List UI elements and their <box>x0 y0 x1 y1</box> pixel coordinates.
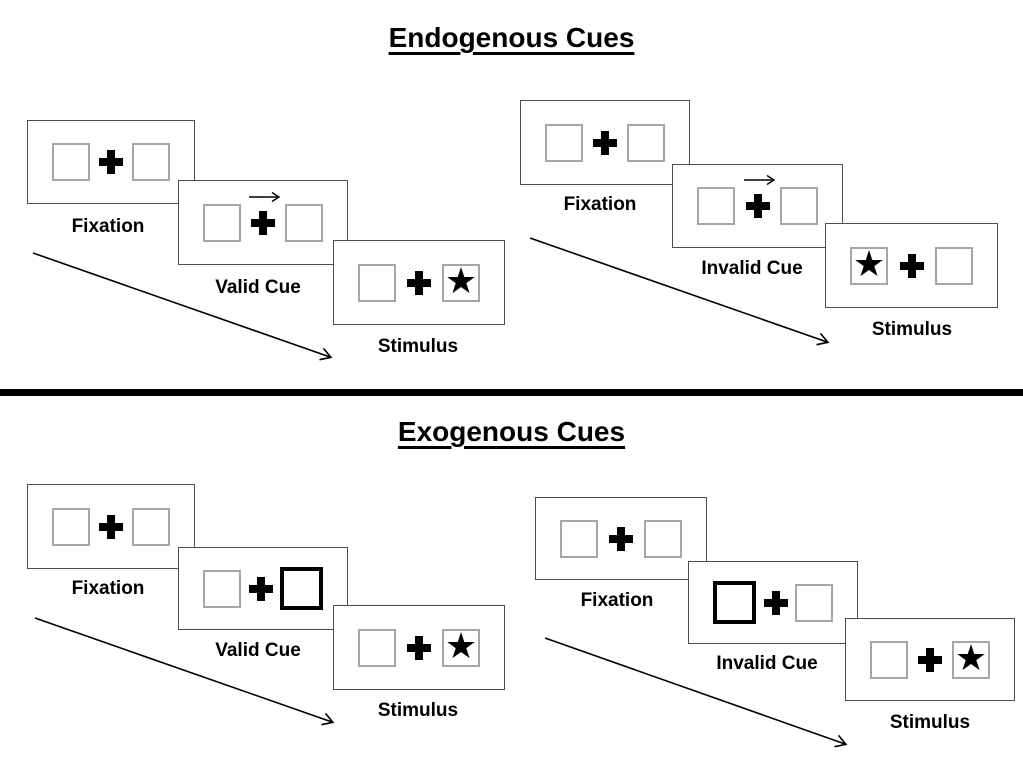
right-box <box>285 203 323 242</box>
fixation-cross-icon <box>248 576 273 601</box>
right-box <box>644 519 682 558</box>
left-box <box>203 203 241 242</box>
invalid-cue-panel <box>672 164 843 248</box>
valid-cue-panel <box>178 547 348 630</box>
right-box <box>780 187 818 225</box>
panel-label: Invalid Cue <box>716 653 818 674</box>
stimulus-panel: ★ <box>825 223 998 308</box>
right-box <box>935 246 973 285</box>
fixation-cross-icon <box>743 174 775 218</box>
panel-label: Fixation <box>71 216 145 237</box>
sequence-arrow-icon <box>34 617 335 726</box>
right-box <box>132 143 170 181</box>
fixation-cross-icon <box>918 647 942 672</box>
star-icon: ★ <box>954 637 988 679</box>
valid-cue-panel <box>178 180 348 265</box>
left-box <box>697 187 735 225</box>
section-title-exogenous: Exogenous Cues <box>397 416 626 447</box>
panel-label: Valid Cue <box>215 277 301 298</box>
right-box <box>132 507 170 546</box>
cue-arrow-icon <box>743 174 775 186</box>
star-icon: ★ <box>852 243 886 285</box>
left-box <box>203 569 241 608</box>
left-box <box>358 263 396 302</box>
left-box <box>52 507 90 546</box>
left-box-highlighted <box>713 581 756 624</box>
panel-label: Stimulus <box>871 319 953 340</box>
fixation-cross-icon <box>249 191 281 235</box>
fixation-cross-icon <box>407 635 431 660</box>
fixation-cross-icon <box>593 130 617 155</box>
panel-label: Fixation <box>580 590 654 611</box>
left-box <box>560 519 598 558</box>
sequence-arrow-icon <box>544 637 848 748</box>
fixation-panel <box>520 100 690 185</box>
left-box <box>358 628 396 667</box>
panel-label: Stimulus <box>377 336 459 357</box>
fixation-panel <box>535 497 707 580</box>
panel-label: Invalid Cue <box>701 258 803 279</box>
cue-arrow-icon <box>249 191 281 202</box>
right-box <box>795 583 833 622</box>
panel-label: Stimulus <box>377 700 459 721</box>
panel-label: Valid Cue <box>215 640 301 661</box>
star-icon: ★ <box>444 260 478 302</box>
fixation-panel <box>27 120 195 204</box>
fixation-cross-icon <box>99 514 123 539</box>
fixation-cross-icon <box>899 253 924 278</box>
fixation-cross-icon <box>407 270 431 295</box>
stimulus-panel: ★ <box>333 605 505 690</box>
panel-label: Fixation <box>71 578 145 599</box>
fixation-cross-icon <box>609 526 633 551</box>
right-box: ★ <box>442 625 480 667</box>
section-divider <box>0 389 1023 396</box>
sequence-arrow-icon <box>32 252 333 361</box>
fixation-panel <box>27 484 195 569</box>
stimulus-panel: ★ <box>845 618 1015 701</box>
panel-label: Fixation <box>563 194 637 215</box>
section-title-endogenous: Endogenous Cues <box>388 22 635 53</box>
left-box <box>870 640 908 679</box>
stimulus-panel: ★ <box>333 240 505 325</box>
right-box-highlighted <box>280 567 323 610</box>
right-box: ★ <box>442 260 480 302</box>
sequence-arrow-icon <box>529 237 830 346</box>
left-box <box>545 123 583 162</box>
invalid-cue-panel <box>688 561 858 644</box>
right-box: ★ <box>952 637 990 679</box>
star-icon: ★ <box>444 625 478 667</box>
panel-label: Stimulus <box>889 712 971 733</box>
left-box <box>52 143 90 181</box>
right-box <box>627 123 665 162</box>
left-box: ★ <box>850 243 888 285</box>
fixation-cross-icon <box>99 150 123 174</box>
fixation-cross-icon <box>763 590 788 615</box>
